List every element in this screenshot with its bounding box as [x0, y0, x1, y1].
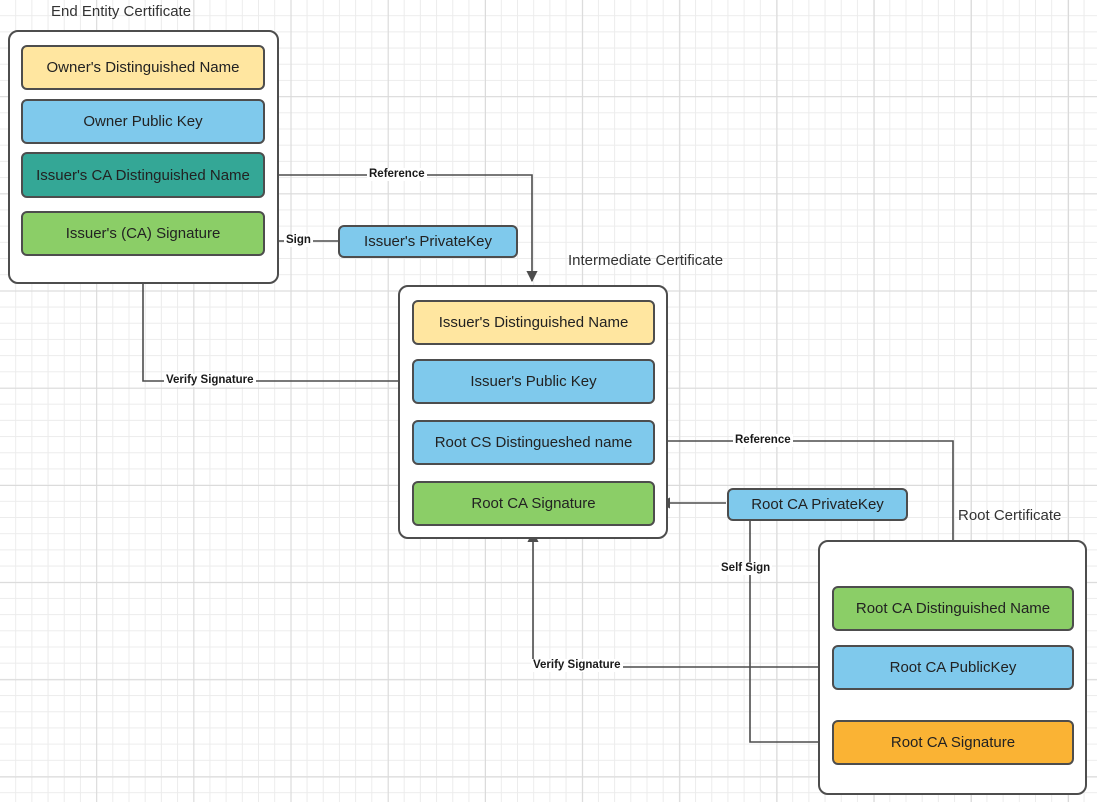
field-root-ca-signature-root[interactable]: Root CA Signature: [832, 720, 1074, 765]
key-root-ca-privatekey[interactable]: Root CA PrivateKey: [727, 488, 908, 521]
edge-label-reference-bottom: Reference: [733, 434, 793, 447]
group-title-intermediate: Intermediate Certificate: [568, 252, 724, 269]
field-root-cs-distingueshed-name[interactable]: Root CS Distingueshed name: [412, 420, 655, 465]
edge-label-verify-signature-bottom: Verify Signature: [531, 659, 623, 672]
field-owner-public-key[interactable]: Owner Public Key: [21, 99, 265, 144]
field-root-ca-signature-intermediate[interactable]: Root CA Signature: [412, 481, 655, 526]
group-title-root: Root Certificate: [958, 507, 1062, 524]
edge-label-reference-top: Reference: [367, 168, 427, 181]
key-issuers-privatekey[interactable]: Issuer's PrivateKey: [338, 225, 518, 258]
field-issuers-public-key[interactable]: Issuer's Public Key: [412, 359, 655, 404]
edge-label-verify-signature-top: Verify Signature: [164, 374, 256, 387]
field-issuers-ca-distinguished-name[interactable]: Issuer's CA Distinguished Name: [21, 152, 265, 198]
field-owners-distinguished-name[interactable]: Owner's Distinguished Name: [21, 45, 265, 90]
field-root-ca-distinguished-name[interactable]: Root CA Distinguished Name: [832, 586, 1074, 631]
edge-verify-signature-bottom: [527, 530, 832, 668]
edge-label-self-sign: Self Sign: [719, 562, 773, 575]
edge-label-sign: Sign: [284, 234, 313, 247]
edge-self-sign: [749, 521, 830, 748]
field-issuers-distinguished-name[interactable]: Issuer's Distinguished Name: [412, 300, 655, 345]
group-title-end-entity: End Entity Certificate: [51, 3, 192, 20]
field-issuers-ca-signature[interactable]: Issuer's (CA) Signature: [21, 211, 265, 256]
field-root-ca-publickey[interactable]: Root CA PublicKey: [832, 645, 1074, 690]
